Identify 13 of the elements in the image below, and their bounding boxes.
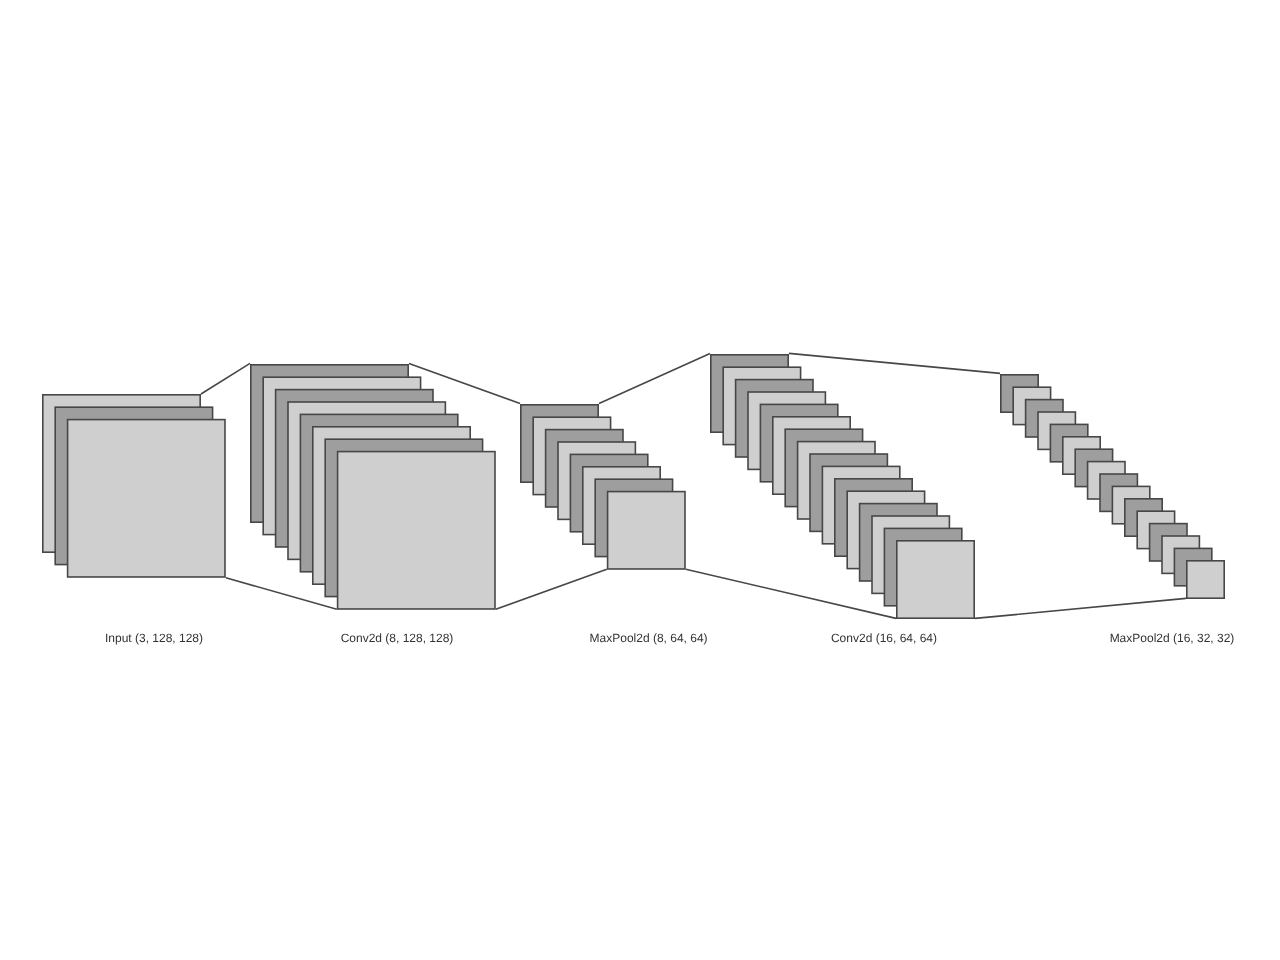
feature-map-stack — [42, 394, 226, 578]
connector-line — [408, 362, 521, 405]
connector-line — [788, 352, 1001, 375]
feature-map-stack — [710, 353, 975, 619]
connector-line — [225, 577, 338, 610]
connector-line — [495, 568, 608, 610]
connector-line — [974, 597, 1187, 620]
connector-line — [685, 568, 897, 620]
feature-map-stack — [1000, 373, 1225, 599]
feature-map-stack — [520, 403, 686, 570]
connector-line — [200, 362, 251, 395]
connector-line — [598, 352, 711, 405]
feature-map-stack — [250, 363, 496, 610]
